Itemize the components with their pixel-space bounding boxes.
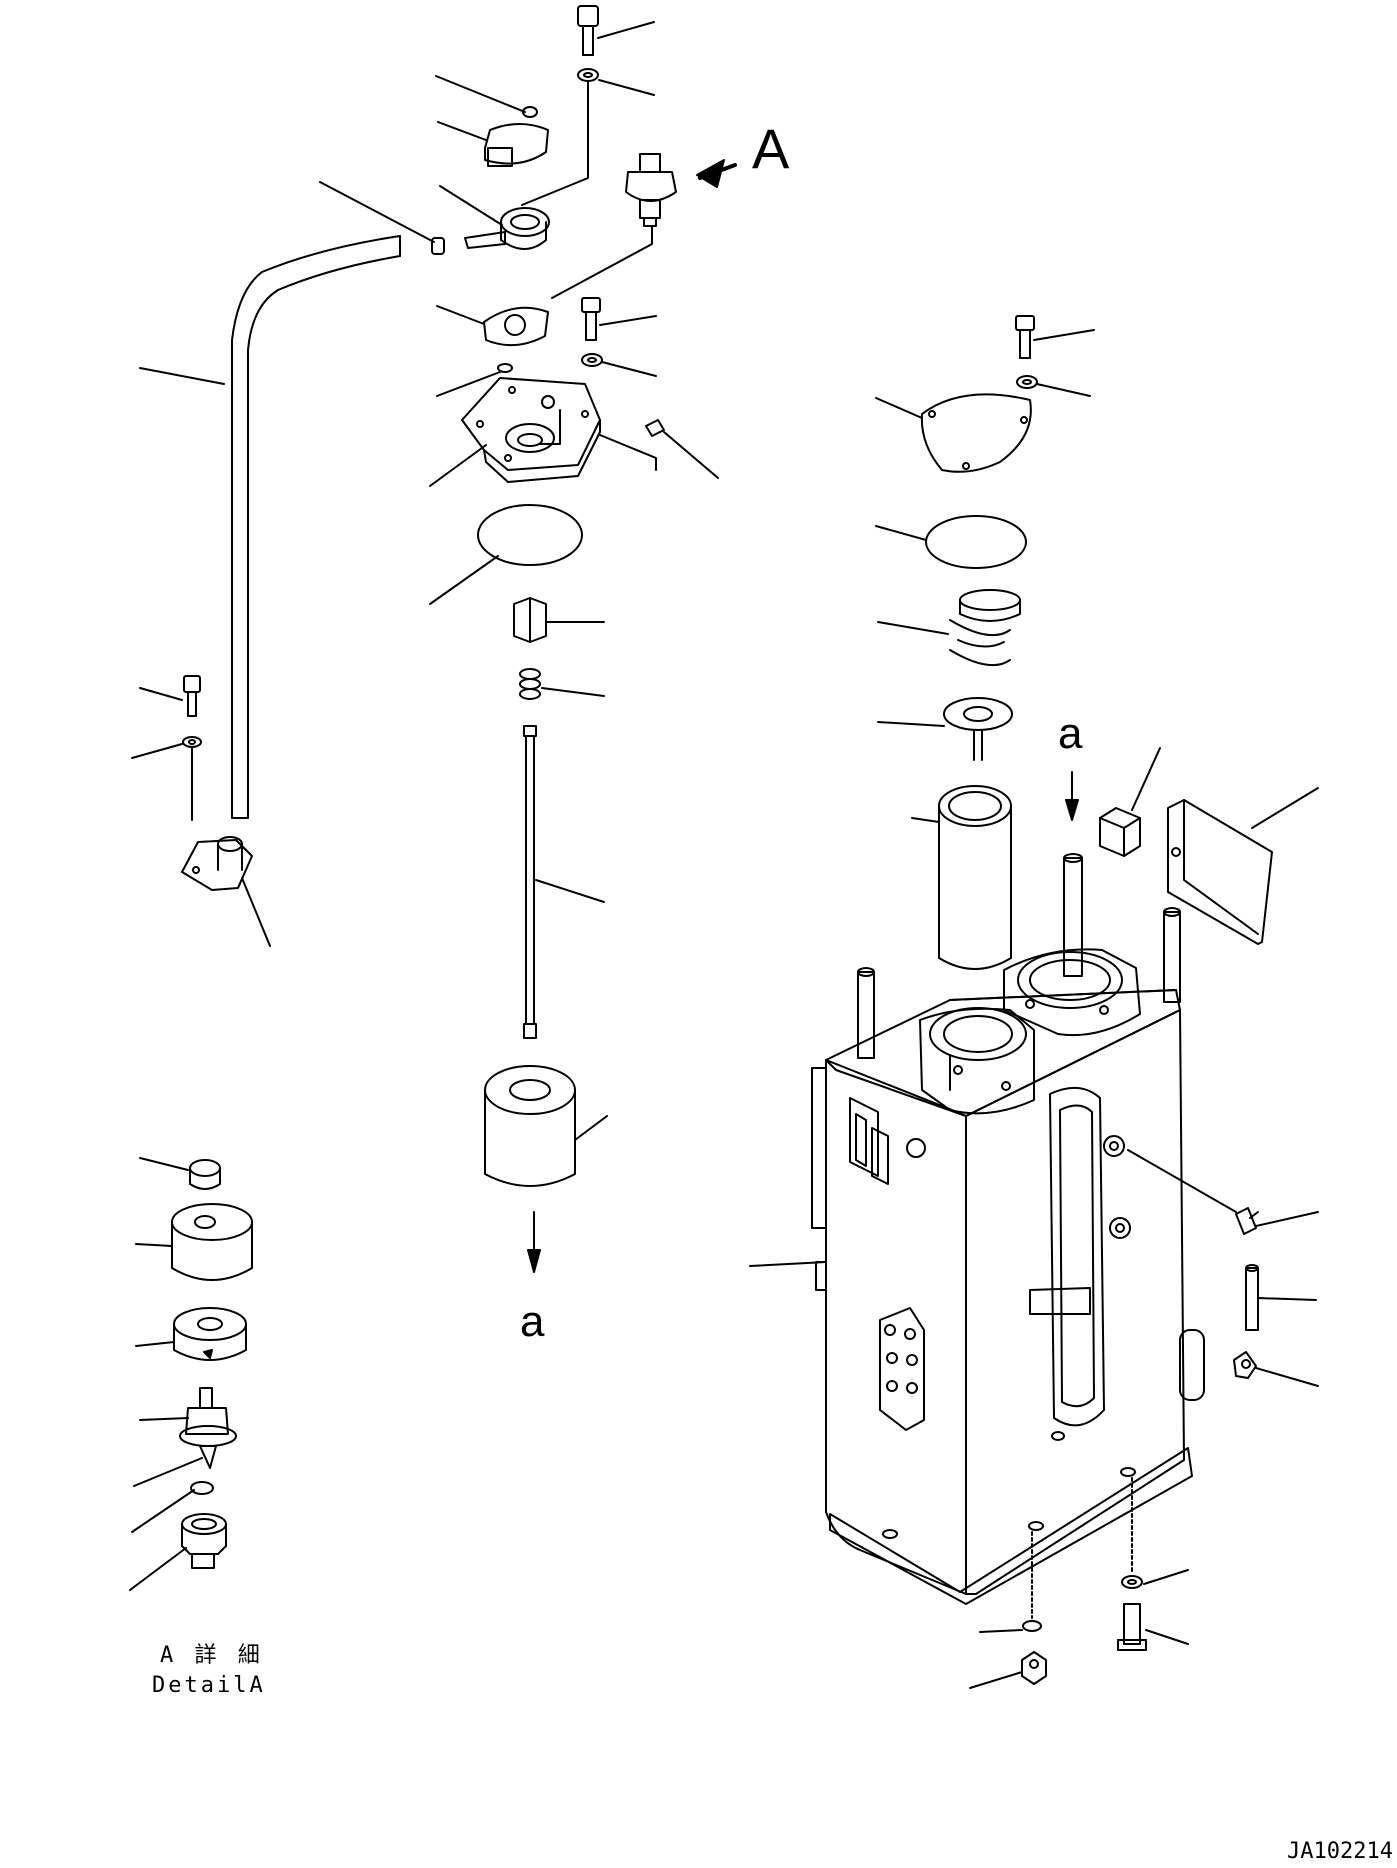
hose-bracket: [182, 837, 270, 946]
small-screw: [436, 76, 537, 117]
drain-plug: [970, 1652, 1046, 1688]
sight-block: [1100, 748, 1160, 856]
filter-cover: [876, 394, 1031, 471]
detail-disc: [136, 1308, 246, 1360]
flow-arrow-lower: a: [520, 1212, 545, 1346]
cover-bolt-center: [582, 298, 656, 340]
hydraulic-tank: [750, 854, 1204, 1604]
level-gauge-tube: [1246, 1265, 1316, 1330]
filter-rod: [524, 726, 604, 1038]
gasket-upper: [437, 306, 548, 345]
detail-cap: [140, 1158, 220, 1189]
detail-seal: [132, 1482, 213, 1532]
bypass-valve: [878, 698, 1012, 760]
left-bolt: [140, 676, 200, 716]
washer-center: [582, 354, 656, 376]
detail-a-marker: A: [752, 117, 790, 180]
small-washer-left: [437, 364, 512, 396]
spring: [520, 669, 604, 699]
plate-clip: [600, 420, 718, 478]
mounting-plate: [430, 378, 600, 486]
left-washer: [132, 737, 201, 820]
hose-clamp: [320, 182, 444, 254]
top-bolt: [578, 6, 654, 55]
detail-poppet: [134, 1458, 202, 1486]
filter-element: [912, 786, 1011, 969]
breather-cap: [438, 122, 548, 166]
filler-neck: [440, 186, 549, 249]
o-ring-large: [430, 505, 582, 604]
flow-arrow-upper: a: [1058, 709, 1083, 820]
elbow-fitting: [1128, 1150, 1318, 1234]
suction-strainer: [485, 1066, 607, 1186]
drain-washer: [1122, 1478, 1188, 1588]
drain-bolt: [1118, 1604, 1188, 1650]
top-washer: [522, 69, 654, 205]
right-bolt: [1016, 316, 1094, 358]
cover-o-ring: [876, 516, 1026, 568]
breather-hose: [140, 236, 400, 818]
detail-caption-japanese: A 詳 細: [160, 1643, 264, 1668]
flow-label-a-top: a: [1058, 709, 1083, 758]
flow-label-a-bottom: a: [520, 1297, 545, 1346]
drain-o-ring: [980, 1532, 1041, 1632]
name-plate: [1168, 788, 1318, 944]
filter-spring: [878, 590, 1020, 665]
drawing-number: JA102214: [1287, 1839, 1393, 1864]
detail-caption-english: DetailA: [152, 1673, 266, 1698]
detail-valve-stem: [140, 1388, 236, 1468]
right-washer: [1017, 376, 1090, 396]
detail-adapter: [130, 1514, 226, 1590]
breather-valve-detail-a: A: [552, 117, 790, 298]
detail-body: [136, 1204, 252, 1280]
coupling-nut: [514, 598, 604, 642]
straight-fitting: [1234, 1352, 1318, 1386]
